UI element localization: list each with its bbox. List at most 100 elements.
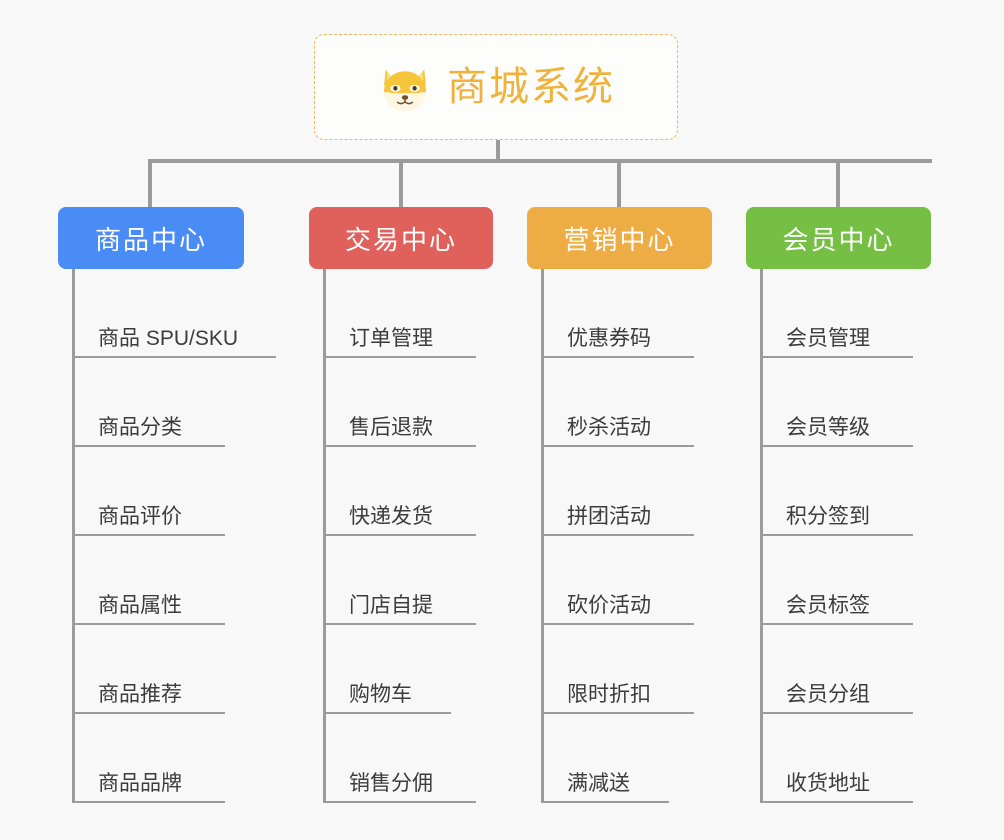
leaf-underline bbox=[324, 356, 476, 358]
leaf-underline bbox=[542, 534, 694, 536]
leaf-item[interactable]: 限时折扣 bbox=[527, 625, 712, 714]
leaf-item-label: 会员管理 bbox=[786, 327, 870, 350]
leaf-item[interactable]: 商品属性 bbox=[58, 536, 244, 625]
leaf-item-label: 积分签到 bbox=[786, 505, 870, 528]
leaf-underline bbox=[73, 801, 225, 803]
connector-branch-3 bbox=[617, 159, 621, 209]
leaf-item[interactable]: 积分签到 bbox=[746, 447, 931, 536]
leaf-item[interactable]: 快递发货 bbox=[309, 447, 493, 536]
leaf-item[interactable]: 订单管理 bbox=[309, 269, 493, 358]
category-header-product[interactable]: 商品中心 bbox=[58, 207, 244, 269]
leaf-item-label: 秒杀活动 bbox=[567, 416, 651, 439]
leaf-spine bbox=[323, 269, 326, 803]
leaf-item-label: 商品评价 bbox=[98, 505, 182, 528]
leaf-item-label: 商品品牌 bbox=[98, 772, 182, 795]
leaf-item[interactable]: 购物车 bbox=[309, 625, 493, 714]
leaf-item-label: 商品推荐 bbox=[98, 683, 182, 706]
leaf-item[interactable]: 商品 SPU/SKU bbox=[58, 269, 276, 358]
category-header-label: 会员中心 bbox=[782, 224, 895, 255]
category-header-label: 营销中心 bbox=[563, 224, 676, 255]
leaf-item[interactable]: 拼团活动 bbox=[527, 447, 712, 536]
leaf-item-label: 收货地址 bbox=[786, 772, 870, 795]
leaf-underline bbox=[761, 445, 913, 447]
leaf-underline bbox=[73, 356, 276, 358]
leaf-underline bbox=[542, 356, 694, 358]
leaf-item-label: 砍价活动 bbox=[567, 594, 651, 617]
leaf-underline bbox=[761, 356, 913, 358]
leaf-list-product: 商品 SPU/SKU 商品分类 商品评价 商品属性 商品推荐 商品品牌 bbox=[58, 269, 276, 803]
leaf-list-marketing: 优惠券码 秒杀活动 拼团活动 砍价活动 限时折扣 满减送 bbox=[527, 269, 712, 803]
leaf-item[interactable]: 商品评价 bbox=[58, 447, 244, 536]
leaf-underline bbox=[761, 623, 913, 625]
leaf-item-label: 满减送 bbox=[567, 772, 630, 795]
connector-branch-2 bbox=[399, 159, 403, 209]
leaf-item-label: 快递发货 bbox=[349, 505, 433, 528]
root-title: 商城系统 bbox=[447, 65, 615, 109]
leaf-underline bbox=[324, 801, 476, 803]
connector-branch-1 bbox=[148, 159, 152, 209]
category-header-label: 交易中心 bbox=[344, 224, 457, 255]
leaf-item[interactable]: 优惠券码 bbox=[527, 269, 712, 358]
leaf-underline bbox=[761, 801, 913, 803]
leaf-spine bbox=[541, 269, 544, 803]
leaf-item-label: 优惠券码 bbox=[567, 327, 651, 350]
leaf-underline bbox=[542, 445, 694, 447]
connector-branch-4 bbox=[836, 159, 840, 209]
category-header-trade[interactable]: 交易中心 bbox=[309, 207, 493, 269]
leaf-item-label: 会员标签 bbox=[786, 594, 870, 617]
category-column-product: 商品中心 商品 SPU/SKU 商品分类 商品评价 商品属性 商品推荐 bbox=[58, 207, 276, 803]
leaf-underline bbox=[324, 445, 476, 447]
connector-root-stem bbox=[496, 140, 500, 162]
leaf-underline bbox=[542, 623, 694, 625]
leaf-spine bbox=[72, 269, 75, 803]
category-header-label: 商品中心 bbox=[94, 224, 207, 255]
leaf-item-label: 限时折扣 bbox=[567, 683, 651, 706]
leaf-item-label: 售后退款 bbox=[349, 416, 433, 439]
leaf-underline bbox=[73, 712, 225, 714]
leaf-item-label: 商品 SPU/SKU bbox=[98, 327, 239, 350]
category-column-trade: 交易中心 订单管理 售后退款 快递发货 门店自提 购物车 bbox=[309, 207, 493, 803]
leaf-item[interactable]: 销售分佣 bbox=[309, 714, 493, 803]
category-column-marketing: 营销中心 优惠券码 秒杀活动 拼团活动 砍价活动 限时折扣 bbox=[527, 207, 712, 803]
leaf-underline bbox=[324, 712, 451, 714]
leaf-item[interactable]: 收货地址 bbox=[746, 714, 931, 803]
leaf-item-label: 订单管理 bbox=[349, 327, 433, 350]
leaf-item[interactable]: 门店自提 bbox=[309, 536, 493, 625]
leaf-item-label: 商品属性 bbox=[98, 594, 182, 617]
leaf-underline bbox=[324, 623, 476, 625]
leaf-item[interactable]: 会员管理 bbox=[746, 269, 931, 358]
leaf-list-member: 会员管理 会员等级 积分签到 会员标签 会员分组 收货地址 bbox=[746, 269, 931, 803]
category-header-marketing[interactable]: 营销中心 bbox=[527, 207, 712, 269]
leaf-underline bbox=[542, 801, 669, 803]
leaf-item[interactable]: 砍价活动 bbox=[527, 536, 712, 625]
category-column-member: 会员中心 会员管理 会员等级 积分签到 会员标签 会员分组 bbox=[746, 207, 931, 803]
leaf-item[interactable]: 会员等级 bbox=[746, 358, 931, 447]
leaf-list-trade: 订单管理 售后退款 快递发货 门店自提 购物车 销售分佣 bbox=[309, 269, 493, 803]
leaf-item-label: 门店自提 bbox=[349, 594, 433, 617]
leaf-item[interactable]: 商品推荐 bbox=[58, 625, 244, 714]
leaf-item-label: 商品分类 bbox=[98, 416, 182, 439]
category-header-member[interactable]: 会员中心 bbox=[746, 207, 931, 269]
leaf-item-label: 拼团活动 bbox=[567, 505, 651, 528]
leaf-item-label: 会员分组 bbox=[786, 683, 870, 706]
leaf-item[interactable]: 会员标签 bbox=[746, 536, 931, 625]
leaf-item[interactable]: 秒杀活动 bbox=[527, 358, 712, 447]
leaf-item-label: 购物车 bbox=[349, 683, 412, 706]
shiba-inu-icon bbox=[377, 59, 433, 115]
leaf-underline bbox=[761, 534, 913, 536]
leaf-item[interactable]: 售后退款 bbox=[309, 358, 493, 447]
leaf-item[interactable]: 商品分类 bbox=[58, 358, 244, 447]
connector-horizontal-bus bbox=[148, 159, 932, 163]
leaf-item[interactable]: 会员分组 bbox=[746, 625, 931, 714]
leaf-item[interactable]: 满减送 bbox=[527, 714, 712, 803]
root-node[interactable]: 商城系统 bbox=[314, 34, 678, 140]
leaf-spine bbox=[760, 269, 763, 803]
leaf-item[interactable]: 商品品牌 bbox=[58, 714, 244, 803]
leaf-item-label: 会员等级 bbox=[786, 416, 870, 439]
leaf-underline bbox=[73, 445, 225, 447]
leaf-item-label: 销售分佣 bbox=[349, 772, 433, 795]
leaf-underline bbox=[73, 623, 225, 625]
leaf-underline bbox=[73, 534, 225, 536]
leaf-underline bbox=[761, 712, 913, 714]
